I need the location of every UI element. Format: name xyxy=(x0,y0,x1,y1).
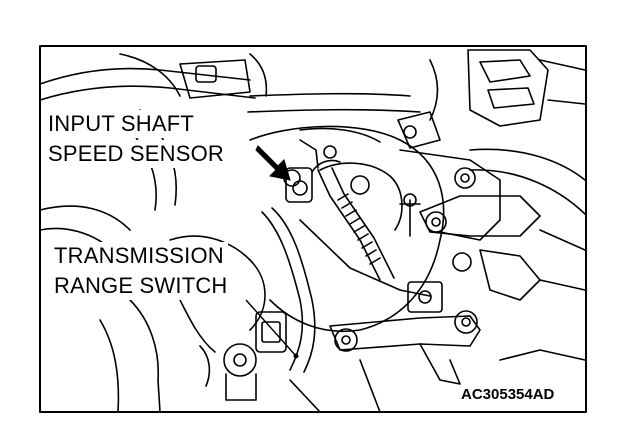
transmission-range-switch-part xyxy=(255,207,443,373)
left-lower-components xyxy=(39,205,586,413)
transmission-range-switch-label-line2: RANGE SWITCH xyxy=(50,272,232,300)
upper-right-bracket xyxy=(397,49,586,149)
control-cable xyxy=(317,167,395,281)
figure-code: AC305354AD xyxy=(458,386,558,404)
shift-lever-arm xyxy=(399,193,541,237)
input-shaft-speed-sensor-label-line1: INPUT SHAFT xyxy=(44,110,199,138)
lower-linkage xyxy=(329,229,586,385)
transmission-range-switch-leader xyxy=(245,299,299,359)
figure-border xyxy=(39,45,587,413)
input-shaft-speed-sensor-pointer xyxy=(255,145,291,181)
transmission-range-switch-label-line1: TRANSMISSION xyxy=(50,242,228,270)
input-shaft-speed-sensor-label-line2: SPEED SENSOR xyxy=(44,140,229,168)
input-shaft-speed-sensor-part xyxy=(285,139,341,203)
